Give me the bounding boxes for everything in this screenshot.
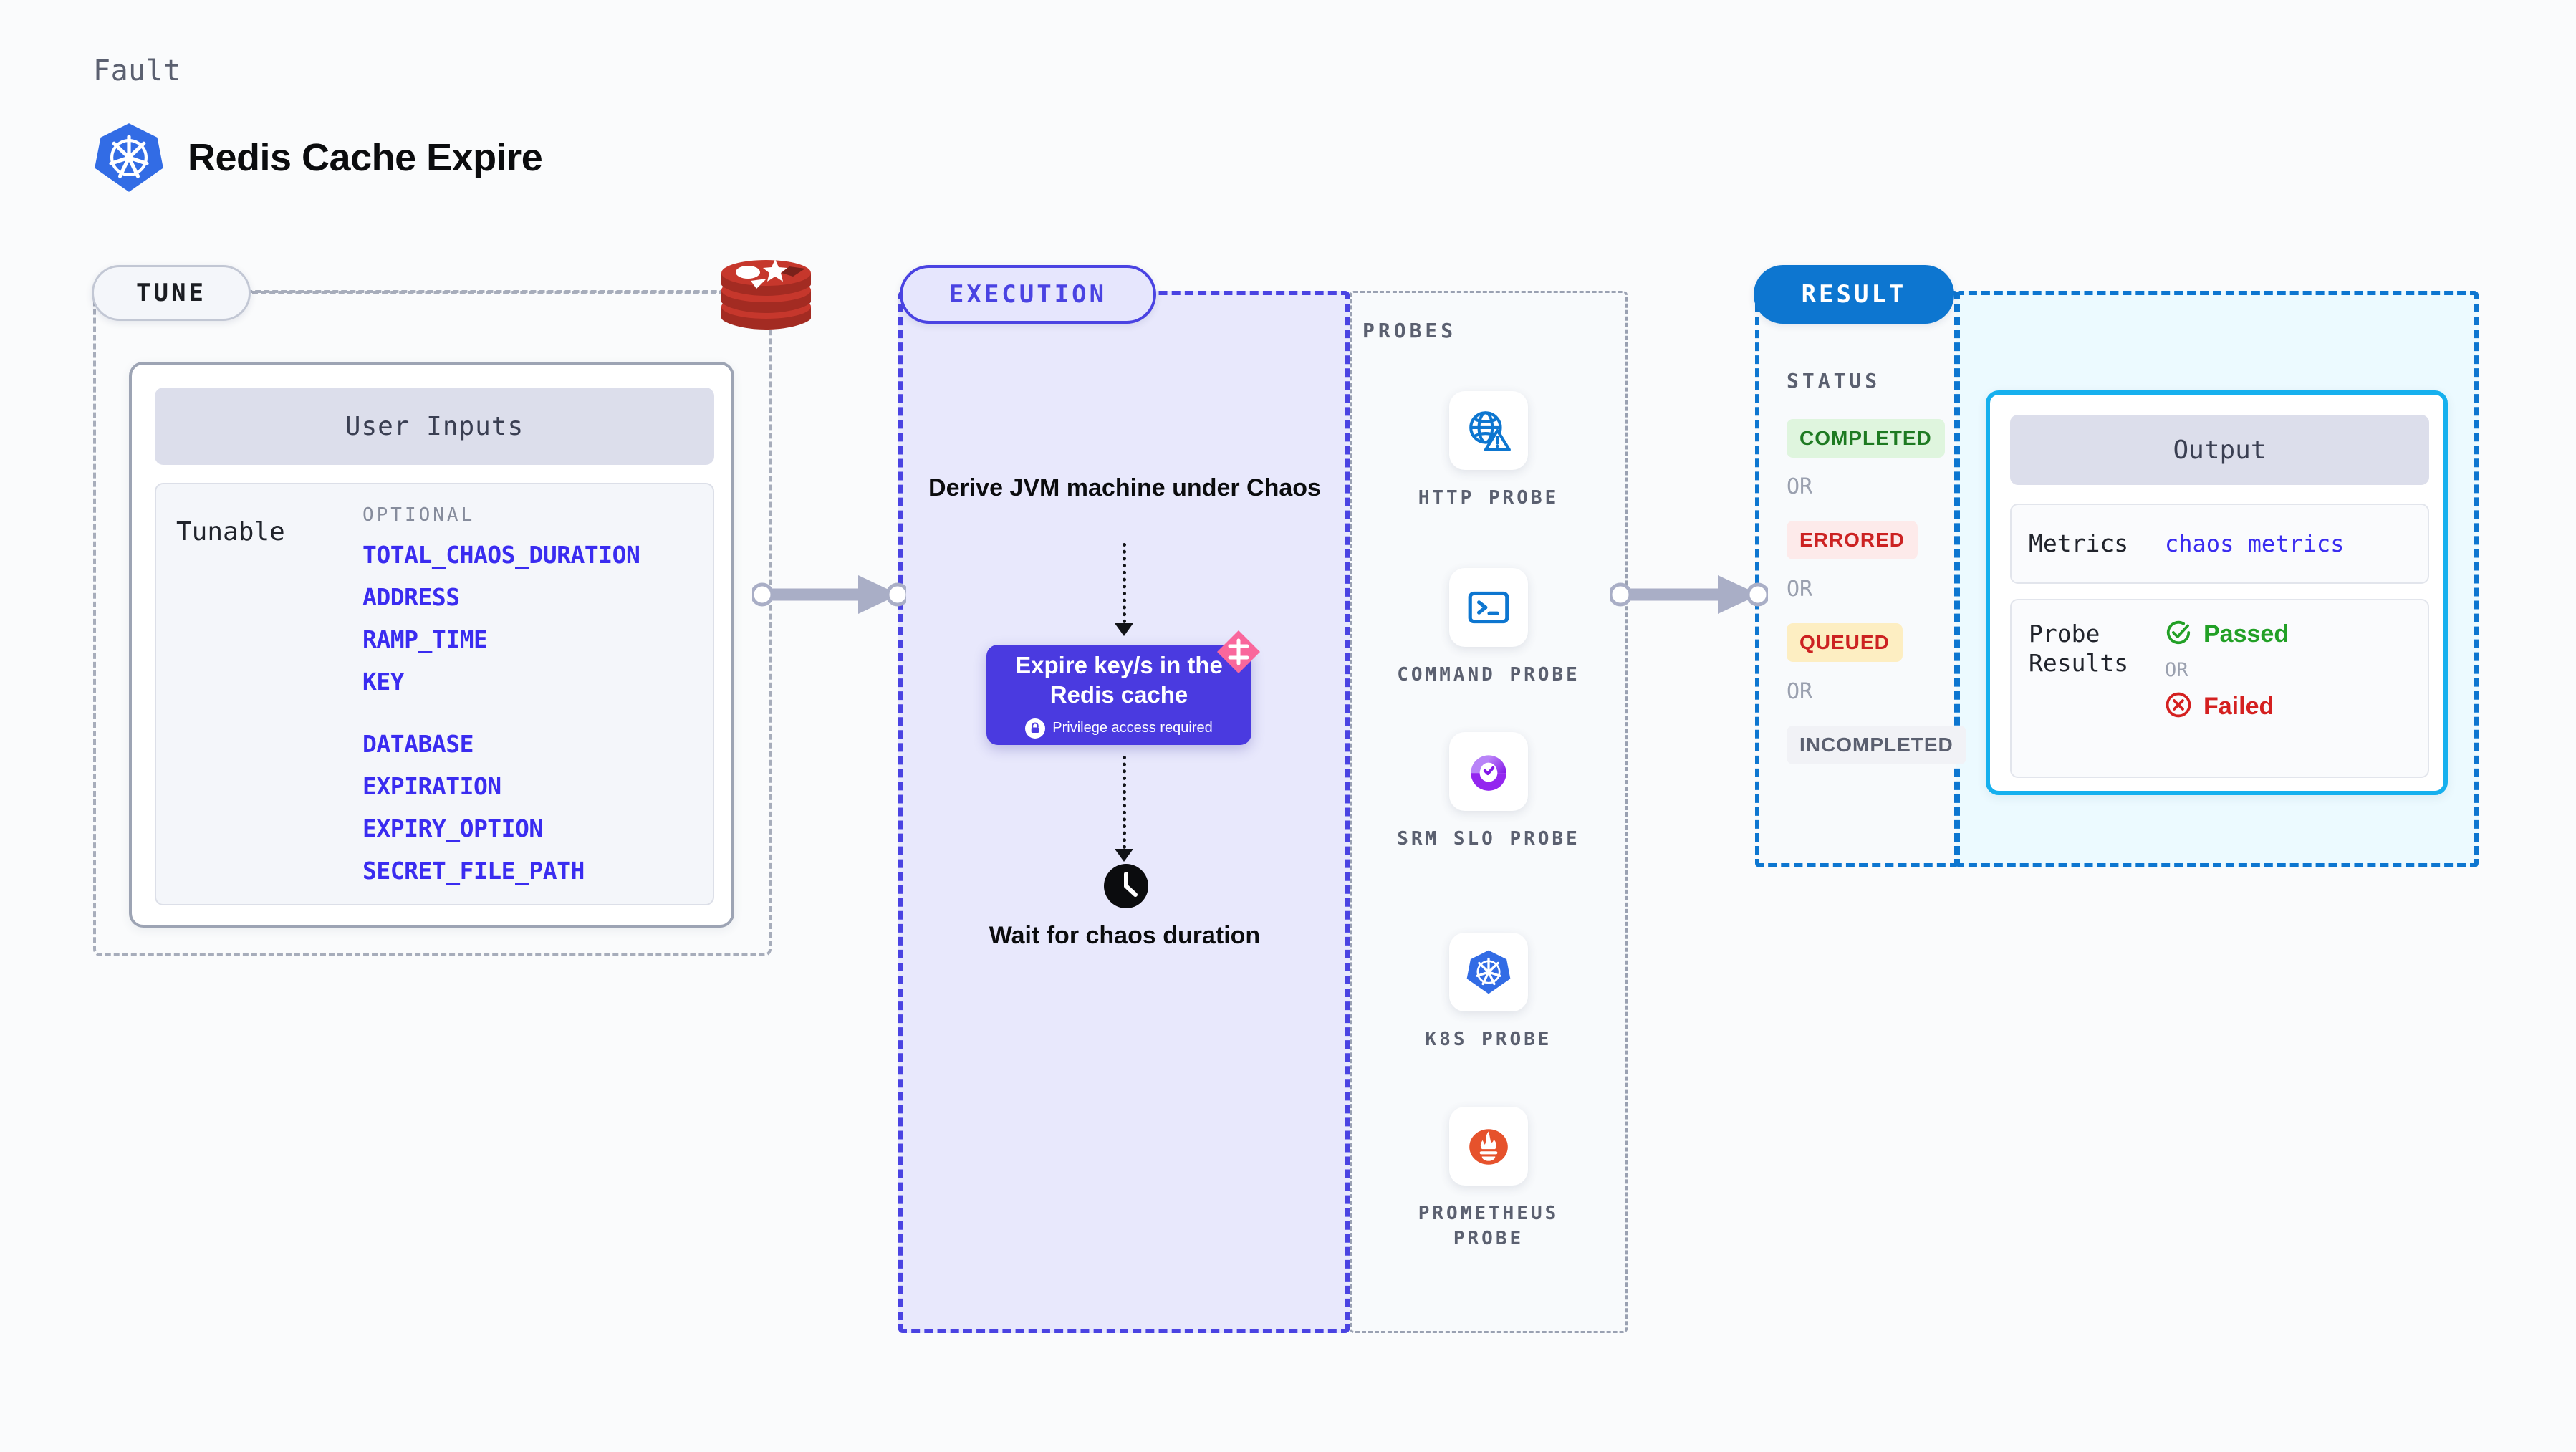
tune-region (93, 290, 772, 956)
probe-command[interactable]: COMMAND PROBE (1381, 568, 1596, 688)
kubernetes-icon (1449, 933, 1528, 1011)
status-badge: INCOMPLETED (1787, 726, 1966, 764)
probe-k8s[interactable]: K8S PROBE (1381, 933, 1596, 1052)
tune-pill[interactable]: TUNE (92, 265, 251, 321)
user-inputs-title: User Inputs (155, 388, 714, 465)
page-eyebrow: Fault (93, 54, 181, 87)
execution-to-result-arrow (1608, 569, 1770, 620)
probe-label: K8S PROBE (1425, 1029, 1552, 1050)
harness-ribbon-icon (1214, 628, 1263, 676)
result-pill[interactable]: RESULT (1754, 265, 1954, 324)
tunable-list: OPTIONAL TOTAL_CHAOS_DURATION ADDRESS RA… (362, 504, 640, 904)
tunable-item[interactable]: RAMP_TIME (362, 625, 488, 653)
or-separator: OR (1787, 474, 1813, 499)
execution-step-derive: Derive JVM machine under Chaos (928, 474, 1321, 501)
slo-gauge-icon (1449, 732, 1528, 811)
flow-arrow-down-2 (1115, 756, 1133, 862)
tunable-item[interactable]: EXPIRY_OPTION (362, 814, 543, 842)
probe-label: PROMETHEUS PROBE (1418, 1203, 1559, 1250)
tunable-item[interactable]: EXPIRATION (362, 772, 501, 800)
tunable-item[interactable]: TOTAL_CHAOS_DURATION (362, 541, 640, 569)
probe-result-passed: Passed (2165, 619, 2289, 649)
or-separator: OR (2165, 659, 2188, 681)
user-inputs-card: User Inputs Tunable OPTIONAL TOTAL_CHAOS… (129, 362, 734, 928)
status-badge: COMPLETED (1787, 419, 1945, 458)
probe-label: COMMAND PROBE (1397, 664, 1580, 686)
failed-label: Failed (2203, 692, 2274, 720)
privilege-note: Privilege access required (1025, 718, 1213, 739)
clock-icon (1103, 863, 1149, 909)
terminal-icon (1449, 568, 1528, 647)
kubernetes-icon (92, 120, 166, 195)
action-card-title: Expire key/s in the Redis cache (1015, 652, 1223, 708)
probe-result-failed: Failed (2165, 691, 2289, 721)
execution-step-wait: Wait for chaos duration (989, 922, 1261, 949)
tunable-item[interactable]: KEY (362, 668, 405, 696)
output-card-title: Output (2010, 415, 2429, 485)
probe-label: HTTP PROBE (1418, 487, 1559, 509)
output-metrics-row: Metrics chaos metrics (2010, 504, 2429, 584)
globe-warning-icon (1449, 391, 1528, 470)
tunable-item[interactable]: ADDRESS (362, 583, 460, 611)
execution-action-card[interactable]: Expire key/s in the Redis cache Privileg… (986, 630, 1260, 745)
check-circle-icon (2165, 619, 2192, 649)
tunable-section: Tunable OPTIONAL TOTAL_CHAOS_DURATION AD… (155, 483, 714, 905)
redis-icon (718, 249, 814, 335)
page-title: Redis Cache Expire (188, 136, 543, 179)
probe-srm-slo[interactable]: SRM SLO PROBE (1381, 732, 1596, 852)
tunable-item[interactable]: DATABASE (362, 730, 474, 758)
tunable-label: Tunable (176, 517, 285, 547)
prometheus-icon (1449, 1107, 1528, 1186)
page-header: Redis Cache Expire (92, 120, 543, 195)
lock-icon (1025, 718, 1046, 739)
probe-label: SRM SLO PROBE (1397, 828, 1580, 850)
passed-label: Passed (2203, 620, 2289, 648)
metrics-value[interactable]: chaos metrics (2165, 530, 2345, 557)
probe-prometheus[interactable]: PROMETHEUS PROBE (1381, 1107, 1596, 1251)
status-badge: ERRORED (1787, 521, 1918, 559)
probe-http[interactable]: HTTP PROBE (1381, 391, 1596, 511)
privilege-note-text: Privilege access required (1052, 720, 1213, 736)
or-separator: OR (1787, 679, 1813, 704)
flow-arrow-down-1 (1115, 543, 1133, 636)
execution-pill[interactable]: EXECUTION (900, 265, 1156, 324)
optional-label: OPTIONAL (362, 504, 476, 526)
status-badge: QUEUED (1787, 623, 1903, 662)
x-circle-icon (2165, 691, 2192, 721)
metrics-key: Metrics (2029, 529, 2129, 558)
or-separator: OR (1787, 577, 1813, 602)
probes-title: PROBES (1363, 319, 1457, 342)
probe-results-values: Passed OR Failed (2165, 619, 2289, 758)
tunable-item[interactable]: SECRET_FILE_PATH (362, 857, 585, 885)
status-title: STATUS (1787, 369, 1881, 393)
tune-to-execution-arrow (750, 569, 910, 620)
